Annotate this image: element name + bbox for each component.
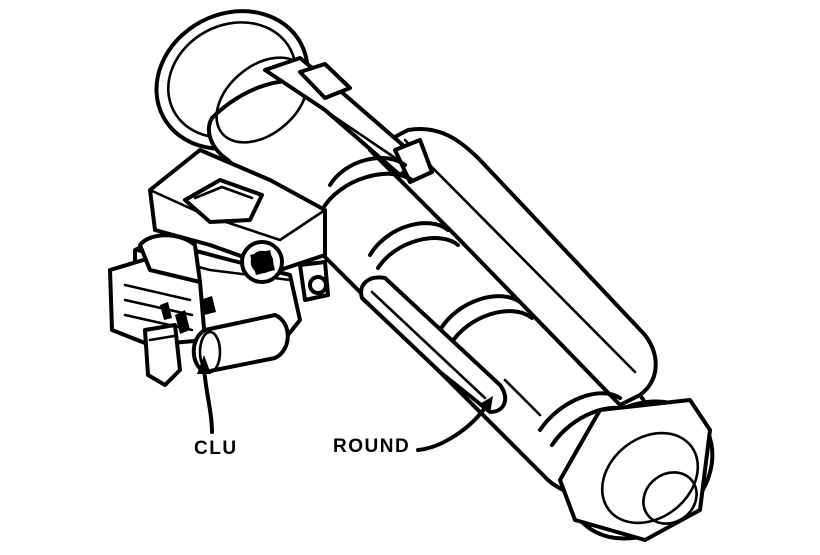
clu-grip — [143, 323, 182, 387]
shoulder-sleeve — [359, 275, 508, 414]
bcu-housing — [368, 127, 658, 407]
front-end-cap — [558, 398, 715, 542]
clu-unit — [108, 148, 330, 387]
round-launch-tube — [154, 9, 715, 542]
tube-ring-bands — [320, 155, 634, 447]
round-label: ROUND — [333, 436, 411, 457]
clu-label: CLU — [194, 438, 238, 459]
top-rail — [263, 56, 434, 184]
clu-side-knob — [298, 260, 330, 302]
round-callout-arrow — [416, 396, 493, 452]
sight-window — [183, 178, 264, 224]
clu-callout-arrow — [197, 355, 214, 434]
clu-control-knob — [240, 240, 284, 284]
clu-lower-cylinder — [191, 313, 290, 374]
